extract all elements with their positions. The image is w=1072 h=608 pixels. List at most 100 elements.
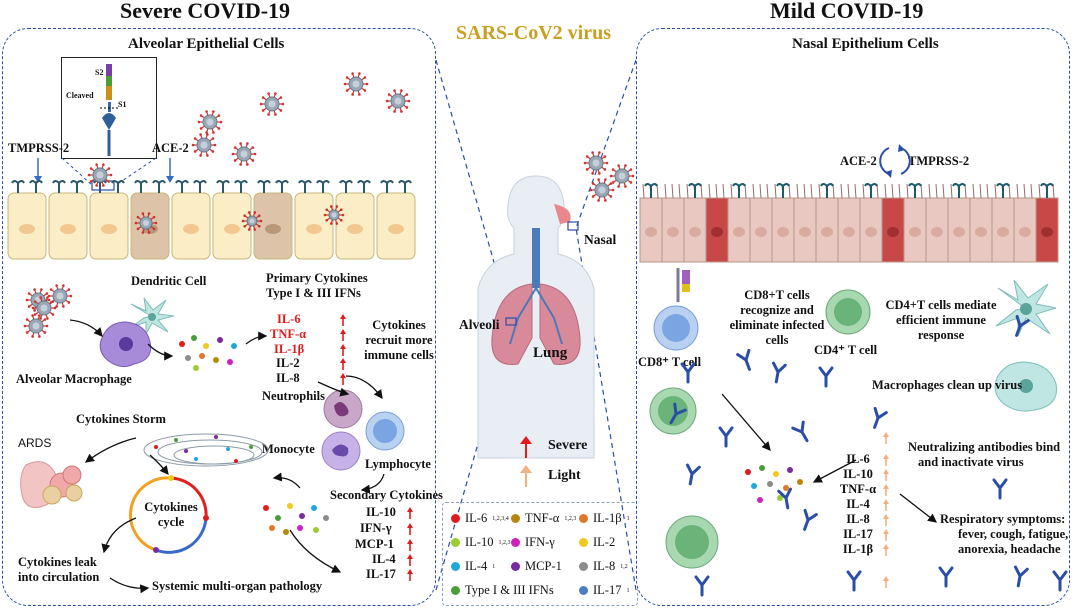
legend-label: IL-2 bbox=[593, 535, 616, 549]
mild-cytokine-label: IL-17 bbox=[843, 527, 873, 541]
legend-dot-icon bbox=[579, 586, 588, 595]
recruit-text-1: Cytokines bbox=[372, 318, 426, 332]
ace2-tmprss2-cycle-icon bbox=[879, 144, 911, 178]
lung-label: Lung bbox=[533, 345, 568, 361]
virus-icon bbox=[583, 151, 609, 175]
legend-sup: 1,2,3,4 bbox=[492, 515, 509, 522]
virus-icon bbox=[609, 164, 635, 188]
legend-dot-icon bbox=[451, 586, 460, 595]
cd8-desc-1: CD8+T cells bbox=[744, 288, 810, 302]
legend-label: IFN-γ bbox=[525, 535, 555, 549]
severe-arrow-icon bbox=[520, 436, 532, 458]
legend-label: IL-4 bbox=[465, 559, 488, 573]
mild-cytokine-label: IL-1β bbox=[842, 542, 874, 556]
cd8-desc-3: eliminate infected bbox=[729, 318, 825, 332]
legend-dot-icon bbox=[451, 562, 460, 571]
ifns-title: Type I & III IFNs bbox=[266, 286, 361, 300]
virus-icon bbox=[323, 205, 345, 225]
mild-green-cell-1 bbox=[649, 387, 697, 435]
virus-icon bbox=[385, 89, 411, 113]
recruit-text-3: immune cells bbox=[364, 348, 434, 362]
secondary-cytokines-title: Secondary Cytokines bbox=[330, 488, 443, 502]
legend-dot-icon bbox=[511, 562, 520, 571]
antibody-icon bbox=[777, 487, 793, 510]
nasal-epithelium-row bbox=[639, 183, 1059, 263]
mild-cytokine-label: TNF-α bbox=[839, 482, 877, 496]
virus-icon bbox=[47, 284, 73, 308]
neutralizing-label-2: and inactivate virus bbox=[918, 455, 1024, 469]
virus-icon bbox=[197, 110, 223, 134]
legend-severe-label: Severe bbox=[548, 438, 588, 453]
antibody-icon bbox=[736, 348, 751, 371]
antibody-icon bbox=[1052, 570, 1068, 592]
legend-label: IL-17 bbox=[593, 583, 622, 597]
legend-item: IL-8 1,2 bbox=[579, 559, 628, 574]
primary-cytokine-dots bbox=[179, 335, 237, 371]
respiratory-label-1: Respiratory symptoms: bbox=[940, 512, 1066, 526]
cycle-label-1: Cytokines bbox=[144, 500, 198, 514]
cd8-desc-2: recognize and bbox=[740, 303, 814, 317]
legend-label: IL-8 bbox=[593, 559, 616, 573]
primary-il8: IL-8 bbox=[276, 371, 300, 385]
virus-icon bbox=[191, 133, 217, 157]
monocyte-icon bbox=[321, 431, 361, 471]
secondary-cytokine-dots bbox=[263, 503, 329, 535]
secondary-il4: IL-4 bbox=[372, 552, 396, 566]
virus-icon bbox=[23, 314, 49, 338]
cd4-t-cell-icon bbox=[825, 289, 871, 335]
mild-macrophage-icon bbox=[994, 361, 1058, 412]
virus-icon bbox=[343, 72, 369, 96]
alveolar-cell-row bbox=[7, 180, 416, 260]
macrophages-label: Macrophages clean up virus bbox=[872, 378, 1023, 392]
legend-sup: 1,2 bbox=[620, 563, 628, 570]
neutrophils-label: Neutrophils bbox=[262, 389, 325, 403]
nasal-label: Nasal bbox=[584, 232, 617, 247]
cd8-t-cell-icon bbox=[653, 268, 699, 351]
inset-cleaved-label: Cleaved bbox=[66, 91, 94, 100]
lymphocyte-icon bbox=[365, 411, 405, 451]
primary-cytokines-title: Primary Cytokines bbox=[266, 271, 368, 285]
mild-ace2-label: ACE-2 bbox=[840, 154, 877, 168]
legend-sup: 1,2,3 bbox=[564, 515, 577, 522]
virus-icon bbox=[134, 212, 158, 234]
severe-title: Severe COVID-19 bbox=[120, 0, 291, 23]
virus-icon bbox=[87, 163, 113, 187]
neutrophil-icon bbox=[323, 389, 363, 429]
legend-item: IL-17 1 bbox=[579, 583, 629, 598]
alveolar-panel-title: Alveolar Epithelial Cells bbox=[128, 36, 285, 52]
lymphocyte-label: Lymphocyte bbox=[365, 457, 431, 471]
respiratory-label-2: fever, cough, fatigue, bbox=[958, 527, 1069, 541]
ards-label: ARDS bbox=[18, 436, 52, 450]
macrophage-icon bbox=[99, 321, 152, 368]
antibody-icon bbox=[680, 362, 696, 384]
legend-sup: 1 bbox=[626, 587, 630, 594]
antibody-icon bbox=[992, 478, 1008, 500]
legend-label: Type I & III IFNs bbox=[465, 583, 554, 597]
dendritic-cell-label: Dendritic Cell bbox=[131, 274, 207, 288]
mild-tmprss2-label: TMPRSS-2 bbox=[908, 154, 970, 168]
mild-title: Mild COVID-19 bbox=[770, 0, 924, 23]
macrophage-label: Alveolar Macrophage bbox=[16, 372, 132, 386]
secondary-il17: IL-17 bbox=[366, 567, 396, 581]
primary-il6: IL-6 bbox=[277, 312, 301, 326]
legend-dot-icon bbox=[511, 514, 520, 523]
legend-sup: 1 bbox=[492, 563, 496, 570]
secondary-il10: IL-10 bbox=[366, 505, 396, 519]
legend-sup: 1 bbox=[626, 515, 630, 522]
cd8-desc-4: cells bbox=[765, 333, 789, 347]
antibody-icon bbox=[1013, 565, 1029, 588]
antibody-icon bbox=[791, 420, 809, 443]
secondary-ifng: IFN-γ bbox=[360, 521, 392, 535]
cd4-desc-2: efficient immune bbox=[896, 313, 986, 327]
antibody-icon bbox=[694, 575, 710, 597]
cd4-desc-1: CD4+T cells mediate bbox=[885, 298, 997, 312]
ards-lung-icon bbox=[20, 461, 83, 508]
